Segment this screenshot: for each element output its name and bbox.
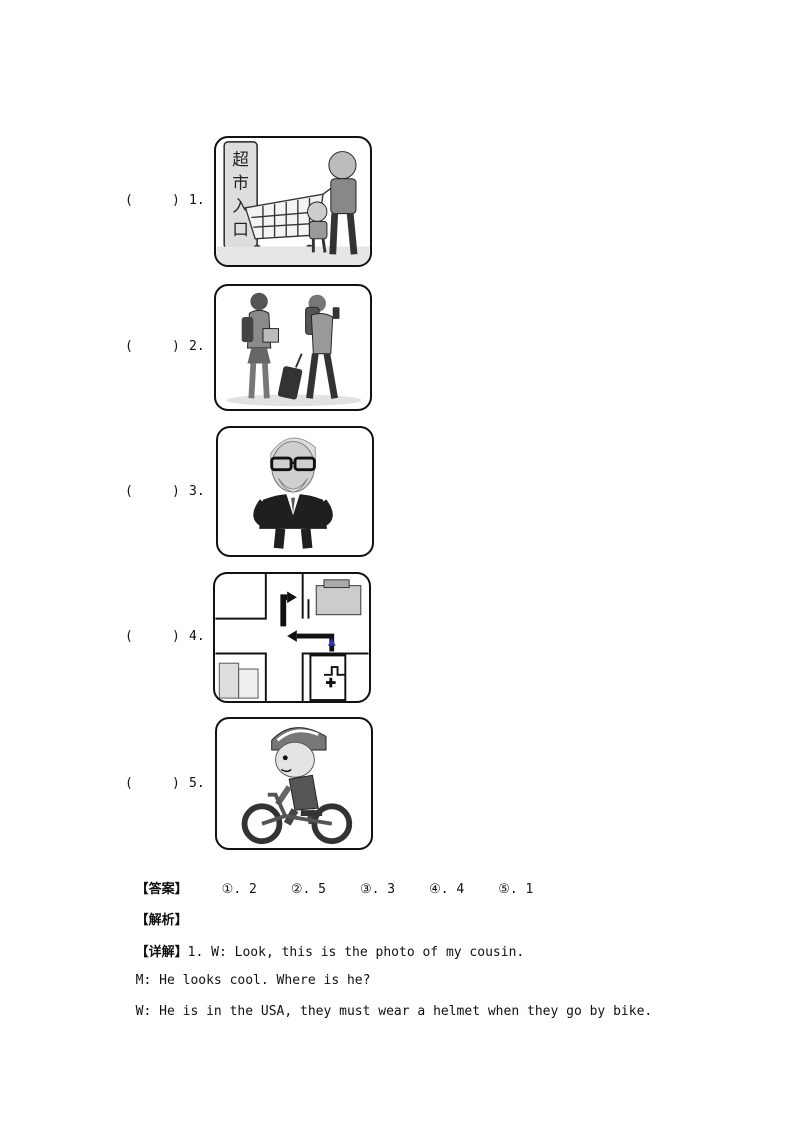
- detail-text-1: 1. W: Look, this is the photo of my cous…: [187, 945, 525, 960]
- answer-item-2: ②. 5: [290, 882, 326, 897]
- answer-label: 【答案】: [135, 882, 188, 897]
- travelers-picture: [214, 284, 372, 411]
- old-man-icon: [253, 437, 333, 549]
- question-number-2: 2.: [189, 339, 205, 354]
- question-number-1: 1.: [189, 193, 205, 208]
- sign-char-4: 口: [232, 220, 248, 239]
- answer-line: 【答案】 ①. 2 ②. 5 ③. 3 ④. 4 ⑤. 1: [120, 863, 534, 897]
- answer-item-5: ⑤. 1: [498, 882, 534, 897]
- detail-line-3: W: He is in the USA, they must wear a he…: [120, 989, 653, 1019]
- answer-item-4: ④. 4: [429, 882, 465, 897]
- question-number-4: 4.: [189, 629, 205, 644]
- detail-line-1: 【详解】1. W: Look, this is the photo of my …: [120, 926, 525, 960]
- travelers-icon: [226, 292, 362, 407]
- supermarket-picture: 超 市 入 口: [214, 136, 372, 267]
- answer-blank-4[interactable]: ( ): [125, 629, 180, 644]
- question-number-5: 5.: [189, 776, 205, 791]
- answer-blank-2[interactable]: ( ): [125, 339, 180, 354]
- analysis-line: 【解析】: [120, 894, 188, 928]
- boy-bike-icon: [241, 727, 353, 845]
- boy-bike-picture: [215, 717, 373, 850]
- map-picture: [213, 572, 371, 703]
- question-number-3: 3.: [189, 484, 205, 499]
- answer-blank-5[interactable]: ( ): [125, 776, 180, 791]
- analysis-label: 【解析】: [135, 913, 188, 928]
- answer-item-1: ①. 2: [221, 882, 257, 897]
- detail-text-2: M: He looks cool. Where is he?: [135, 973, 371, 988]
- detail-text-3: W: He is in the USA, they must wear a he…: [135, 1004, 653, 1019]
- sign-char-1: 超: [232, 150, 248, 169]
- answer-item-3: ③. 3: [359, 882, 396, 897]
- sign-char-3: 入: [232, 197, 248, 216]
- detail-line-2: M: He looks cool. Where is he?: [120, 958, 371, 988]
- answer-blank-1[interactable]: ( ): [125, 193, 180, 208]
- old-man-picture: [216, 426, 374, 557]
- map-icon: [215, 574, 369, 701]
- supermarket-icon: 超 市 入 口: [216, 141, 370, 265]
- sign-char-2: 市: [232, 173, 248, 192]
- answer-blank-3[interactable]: ( ): [125, 484, 180, 499]
- detail-label: 【详解】: [135, 945, 188, 960]
